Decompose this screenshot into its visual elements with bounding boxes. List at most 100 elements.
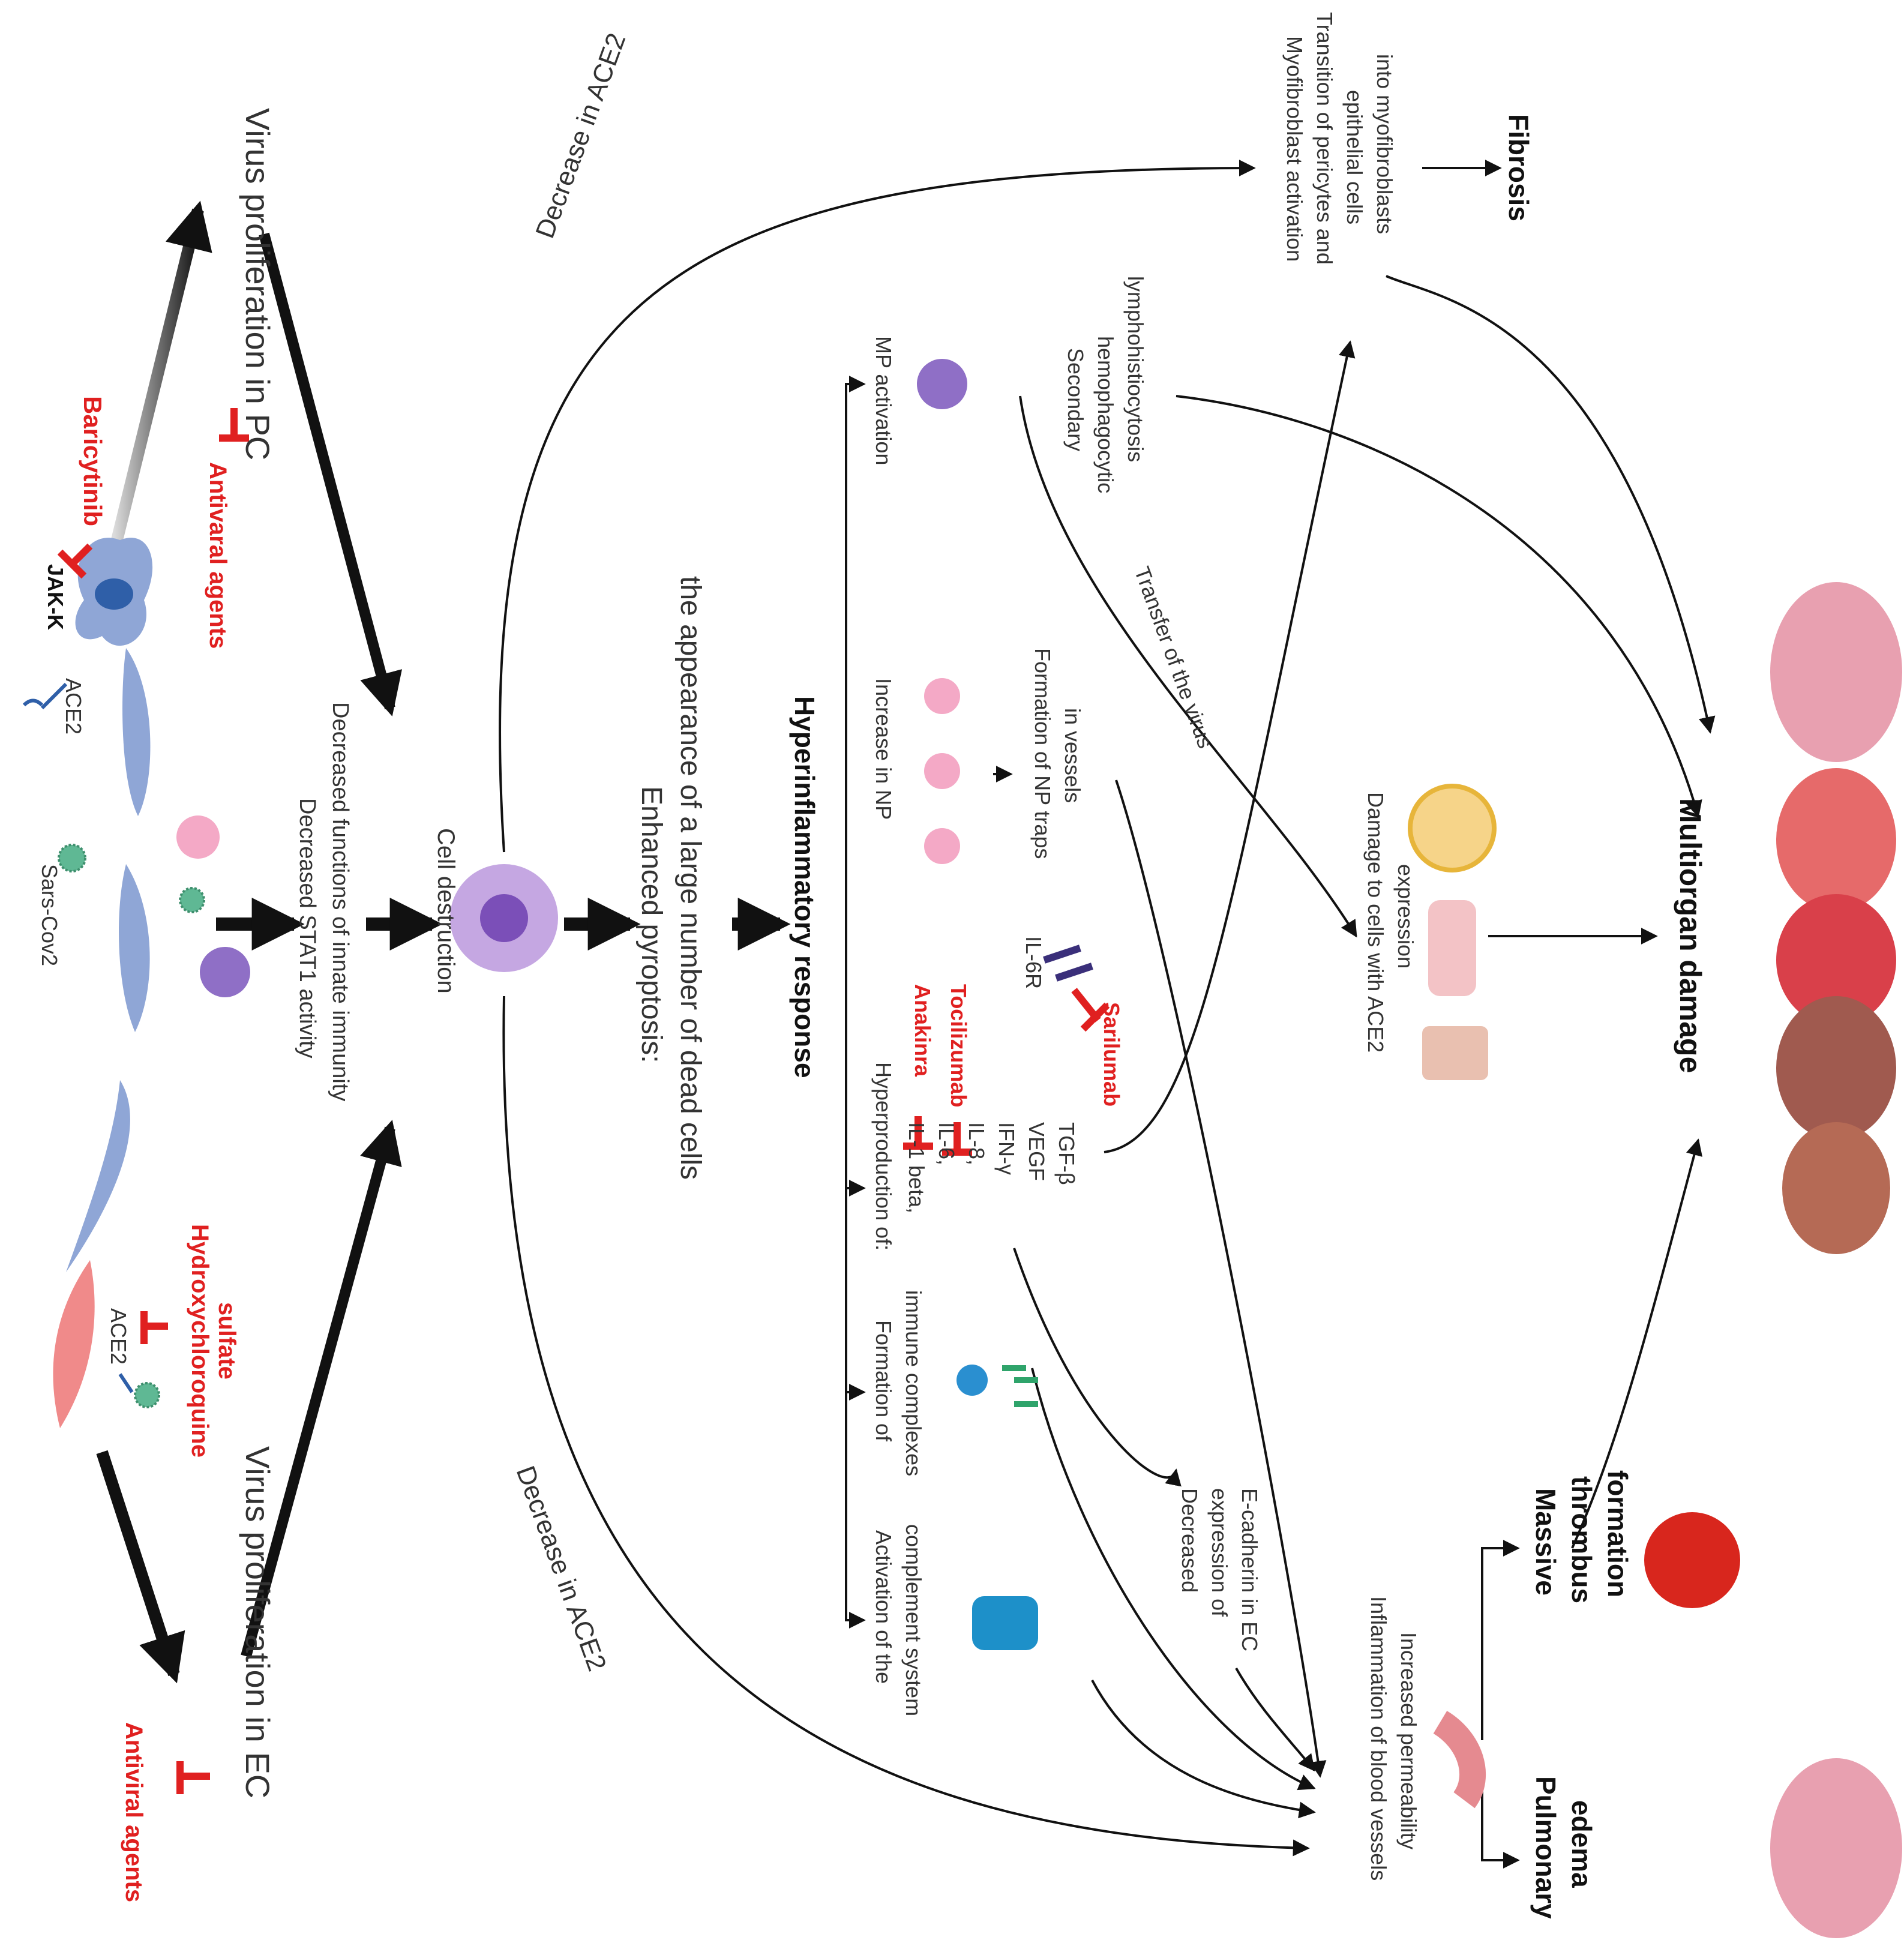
pyroptosis-label-1: Enhanced pyroptosis: — [635, 786, 667, 1063]
antiviral-bottom-label: Antiviral agents — [121, 1722, 147, 1902]
arrow-ec-up — [241, 1120, 402, 1658]
complement-label-2: complement system — [901, 1524, 926, 1716]
anakinra-label: Anakinra — [910, 984, 935, 1077]
decrease-ace2-top-label: Decrease in ACE2 — [530, 29, 631, 242]
ace2-ec-label: ACE2 — [106, 1308, 131, 1365]
virus-icon — [179, 887, 205, 913]
arrow-transfer-virus — [1019, 395, 1357, 938]
arrow-to-pc — [108, 200, 212, 554]
shlh-label-3: lymphohistiocytosis — [1123, 276, 1148, 462]
ecadherin-label-3: E-cadherin in EC — [1237, 1488, 1262, 1651]
jakk-label: JAK-K — [43, 564, 68, 630]
proliferation-arrows — [96, 200, 791, 1684]
bronchiole-icon — [1408, 784, 1497, 872]
il6r-label: IL-6R — [1021, 936, 1046, 989]
decrease-ace2-bottom-label: Decrease in ACE2 — [511, 1462, 612, 1675]
myofib-label-3: epithelial cells — [1342, 90, 1367, 224]
fibrosis-label: Fibrosis — [1503, 114, 1534, 221]
edema-label-2: edema — [1566, 1800, 1597, 1888]
antiviral-top-label: Antivaral agents — [205, 462, 231, 649]
thrombus-label-3: formation — [1602, 1470, 1633, 1597]
kidney-icon — [1782, 1122, 1890, 1254]
lungs-organ-icon — [1770, 582, 1902, 762]
macrophage-cell — [200, 947, 250, 997]
lungs-icon — [1770, 1758, 1902, 1938]
virus-icon — [58, 844, 86, 872]
arrow-il8-to-ecadherin — [1013, 1248, 1182, 1487]
shlh-label-1: Secondary — [1063, 348, 1088, 451]
arrow-to-mp — [845, 376, 866, 924]
antigen-icon — [957, 1365, 988, 1396]
arrow-to-thrombus — [1481, 1540, 1520, 1740]
arrow-to-ec — [96, 1450, 185, 1684]
ace2-top-label: ACE2 — [61, 678, 86, 734]
stat1-label-1: Decreased STAT1 activity — [295, 798, 320, 1059]
ace2-receptor-head-icon — [22, 698, 44, 707]
thrombus-icon — [1644, 1512, 1740, 1608]
icons — [917, 359, 1902, 1938]
sarilumab-inhibit-icon — [1071, 988, 1110, 1032]
antiviral-top-inhibit-icon — [219, 408, 249, 442]
endothelial-cell — [53, 1260, 95, 1428]
cytokine-il6: IL-6, — [934, 1122, 959, 1165]
il6r-receptor-icon — [1043, 944, 1093, 982]
antiviral-bottom-inhibit-icon — [176, 1761, 210, 1794]
arrow-immune-to-vessels — [1031, 1368, 1316, 1791]
thrombus-label-1: Massive — [1530, 1488, 1561, 1596]
edema-label-1: Pulmonary — [1530, 1776, 1561, 1919]
hcq-inhibit-icon — [140, 1311, 168, 1344]
inhibitors — [57, 408, 1110, 1794]
hcq-label-1: Hydroxychloroquine — [187, 1224, 213, 1458]
neutrophil-icon — [924, 678, 960, 714]
pericyte-nucleus — [95, 578, 133, 610]
arrow-nptraps-to-vessels — [1115, 779, 1327, 1778]
arrow-to-edema — [1481, 1788, 1520, 1869]
arrow-pc-down — [259, 232, 402, 716]
liver-icon — [1776, 996, 1896, 1140]
cytokine-ifn: IFN-γ — [994, 1122, 1019, 1175]
cytokine-il1: IL-1 beta, — [904, 1122, 929, 1213]
cells-column — [22, 538, 250, 1428]
ace2-ec-receptor-icon — [118, 1373, 134, 1393]
virus-pc-label: Virus proliferation in PC — [239, 108, 277, 460]
damage-ace2-label-2: expression — [1393, 864, 1418, 968]
ecadherin-label-1: Decreased — [1177, 1488, 1202, 1593]
ace2-receptor-icon — [40, 682, 68, 710]
epithelial-cell-icon — [1422, 1026, 1488, 1080]
arrow-to-complement — [845, 924, 866, 1629]
tocilizumab-label: Tocilizumab — [946, 984, 971, 1107]
immune-complexes-label-1: Formation of — [871, 1320, 896, 1442]
neutrophil-icon — [924, 828, 960, 864]
arrow-thrombus-to-multiorgan — [1571, 1138, 1703, 1549]
arrow-complement-to-vessels — [1091, 1680, 1316, 1819]
cytokine-il8: IL-8, — [964, 1122, 989, 1165]
neutrophil-cell — [176, 815, 220, 859]
arrow-shlh-to-multiorgan — [1176, 395, 1702, 818]
flow-arrows — [499, 160, 1716, 1869]
np-traps-label-1: Formation of NP traps — [1030, 648, 1055, 859]
np-traps-label-2: in vessels — [1060, 708, 1085, 803]
hyperinflammatory-label: Hyperinflammatory response — [789, 696, 820, 1078]
ecadherin-label-2: expression of — [1207, 1488, 1232, 1617]
tocilizumab-inhibit-icon — [942, 1122, 972, 1156]
complement-icon — [972, 1596, 1038, 1650]
sarilumab-label: Sarilumab — [1099, 1002, 1124, 1107]
cell-destruction-label: Cell destruction — [433, 828, 459, 994]
myofib-label-1: Myofibroblast activation — [1282, 36, 1307, 262]
arrow-decrease-ace2-bottom — [502, 996, 1310, 1857]
labels: Virus proliferation in PC Virus prolifer… — [37, 12, 1707, 1919]
baricytinib-inhibit-icon — [57, 543, 93, 579]
mp-activation-label: MP activation — [871, 336, 896, 465]
cytokine-tgf: TGF-β — [1054, 1122, 1079, 1185]
immune-complexes-label-2: immune complexes — [901, 1290, 926, 1476]
complement-label-1: Activation of the — [871, 1530, 896, 1684]
arrow-tgf-to-myofib — [1104, 340, 1356, 1153]
damage-ace2-label-1: Damage to cells with ACE2 — [1363, 792, 1388, 1053]
pyroptosis-label-2: the appearance of a large number of dead… — [674, 576, 706, 1180]
arrow-myofib-to-multiorgan — [1386, 275, 1716, 734]
inflammation-label-2: Increased permeability — [1396, 1632, 1421, 1849]
anakinra-inhibit-icon — [903, 1116, 933, 1150]
myofib-label-2: Transition of pericytes and — [1312, 12, 1337, 265]
antibody-icon — [1002, 1365, 1038, 1407]
